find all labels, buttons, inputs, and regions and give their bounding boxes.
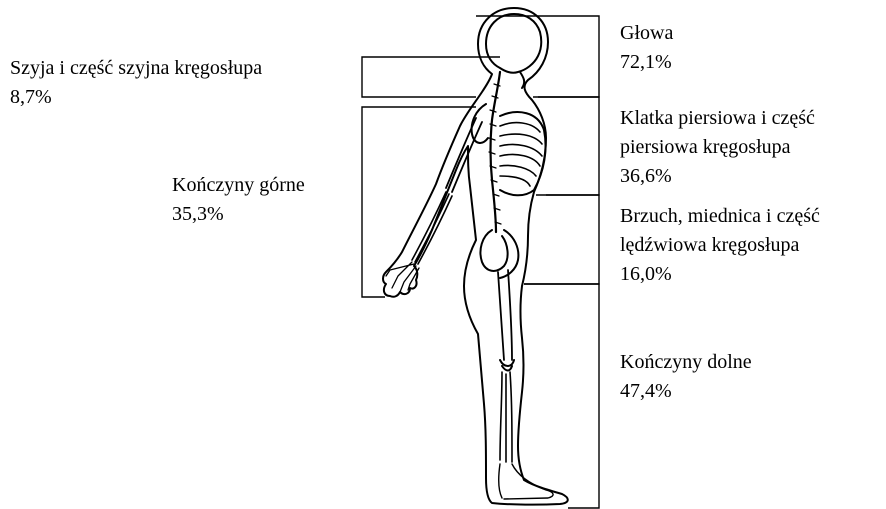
label-head: Głowa 72,1% xyxy=(620,19,673,77)
label-neck: Szyja i część szyjna kręgosłupa 8,7% xyxy=(10,54,262,112)
neck-bracket xyxy=(362,57,500,97)
chest-bracket xyxy=(538,97,599,195)
label-chest-name-1: Klatka piersiowa i część xyxy=(620,104,815,133)
label-chest: Klatka piersiowa i część piersiowa kręgo… xyxy=(620,104,815,191)
label-head-name: Głowa xyxy=(620,19,673,48)
human-figure xyxy=(383,8,568,505)
region-brackets xyxy=(362,16,599,508)
label-abdomen: Brzuch, miednica i część lędźwiowa kręgo… xyxy=(620,202,820,289)
label-abdomen-name-2: lędźwiowa kręgosłupa xyxy=(620,231,820,260)
lower-limbs-bracket xyxy=(524,284,599,508)
label-neck-value: 8,7% xyxy=(10,83,262,112)
skull xyxy=(486,14,541,73)
pelvis xyxy=(480,230,507,271)
body-outline xyxy=(383,8,568,505)
ribs xyxy=(500,123,542,186)
label-lower-limbs-value: 47,4% xyxy=(620,377,752,406)
label-lower-limbs-name: Kończyny dolne xyxy=(620,348,752,377)
label-chest-value: 36,6% xyxy=(620,162,815,191)
label-neck-name: Szyja i część szyjna kręgosłupa xyxy=(10,54,262,83)
knee xyxy=(500,360,514,371)
label-upper-limbs-value: 35,3% xyxy=(172,200,305,229)
label-head-value: 72,1% xyxy=(620,48,673,77)
label-lower-limbs: Kończyny dolne 47,4% xyxy=(620,348,752,406)
abdomen-bracket xyxy=(524,195,599,284)
label-chest-name-2: piersiowa kręgosłupa xyxy=(620,133,815,162)
femur xyxy=(498,270,512,360)
jaw xyxy=(520,72,524,88)
tibia-fibula xyxy=(500,372,512,462)
forearm-bones xyxy=(412,192,452,264)
label-abdomen-value: 16,0% xyxy=(620,260,820,289)
label-upper-limbs-name: Kończyny górne xyxy=(172,171,305,200)
label-abdomen-name-1: Brzuch, miednica i część xyxy=(620,202,820,231)
label-upper-limbs: Kończyny górne 35,3% xyxy=(172,171,305,229)
